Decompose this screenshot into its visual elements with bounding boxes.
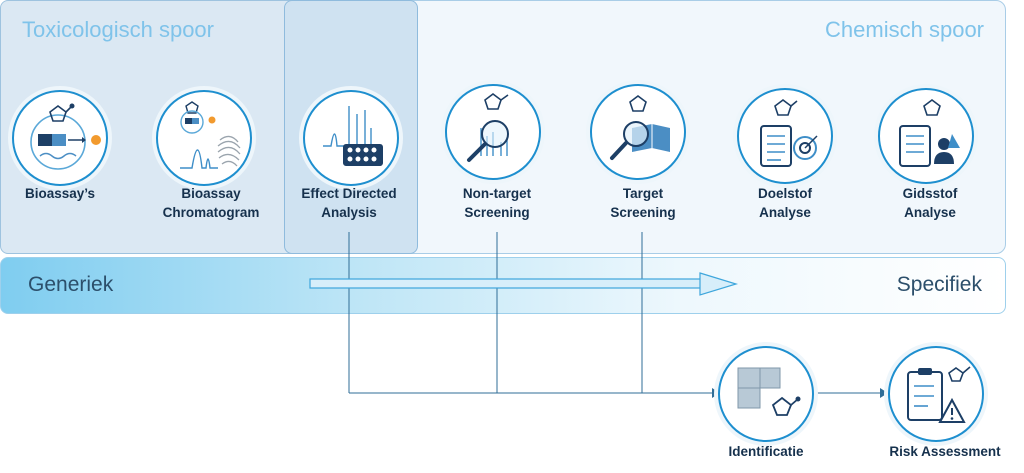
gidsstof-circle[interactable] (878, 88, 974, 184)
checklist-target-icon (760, 99, 818, 167)
specific-label: Specifiek (896, 273, 982, 296)
arrowhead-identificatie (712, 388, 720, 398)
chromatogram-plate-icon (323, 106, 383, 166)
magnifier-spectrum-icon (467, 93, 509, 162)
identificatie-circle[interactable] (718, 346, 814, 442)
risk-assessment-circle[interactable] (888, 346, 984, 442)
doelstof-circle[interactable] (737, 88, 833, 184)
output-label-risk-assessment: Risk Assessment (889, 444, 1001, 459)
generic-label: Generiek (28, 273, 114, 296)
bioassay-icon (30, 103, 101, 170)
chromatogram-circle[interactable] (156, 90, 252, 186)
eda-circle[interactable] (303, 90, 399, 186)
chemical-track-title: Chemisch spoor (825, 17, 984, 42)
non-target-circle[interactable] (445, 84, 541, 180)
bioassay-circle[interactable] (12, 90, 108, 186)
clipboard-warning-icon (907, 366, 971, 423)
fingerprint-icon (180, 101, 241, 169)
output-label-identificatie: Identificatie (728, 444, 804, 459)
magnifier-book-icon (610, 95, 670, 160)
arrowhead-risk (880, 388, 888, 398)
target-circle[interactable] (590, 84, 686, 180)
node-label-bioassays: Bioassay’s (24, 186, 96, 201)
toxicological-track-title: Toxicologisch spoor (22, 17, 214, 42)
checklist-person-icon (899, 99, 960, 167)
puzzle-molecule-icon (737, 367, 801, 416)
generic-specific-arrow (309, 272, 739, 296)
